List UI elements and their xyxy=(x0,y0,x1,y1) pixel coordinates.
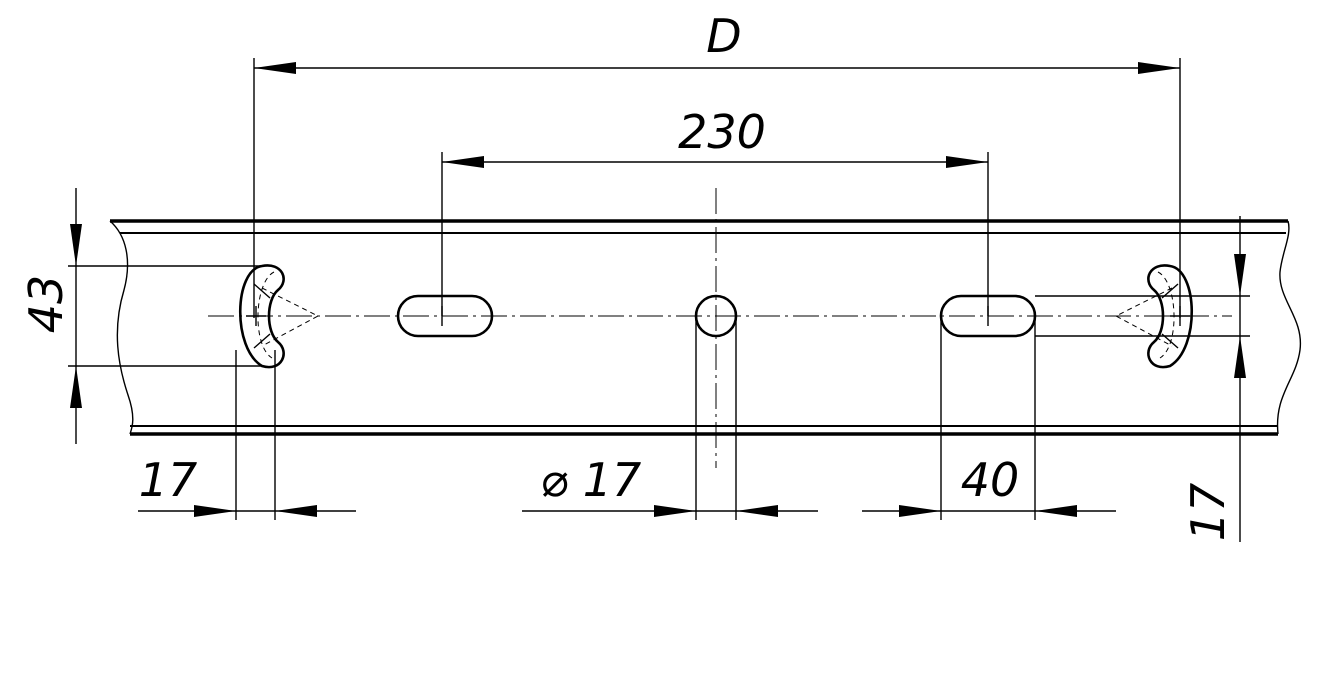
left-break-line xyxy=(109,220,134,435)
left-slot xyxy=(396,294,494,338)
left-kidney-slot xyxy=(238,264,320,369)
dim-overall-label: D xyxy=(706,9,741,63)
dim-slot-height-label: 43 xyxy=(19,275,73,334)
right-break-line xyxy=(1276,220,1302,435)
dim-diameter-symbol: ⌀ xyxy=(540,453,568,507)
dim-rail-height-label: 17 xyxy=(1181,483,1235,542)
dimension-lines xyxy=(70,62,1246,542)
dim-kidney-width-label: 17 xyxy=(139,453,198,507)
extension-lines xyxy=(68,58,1250,520)
rail-profile xyxy=(109,219,1302,436)
dim-slot-spacing-label: 230 xyxy=(678,105,766,159)
dim-hole-diameter-label: 17 xyxy=(583,453,642,507)
dim-slot-length-label: 40 xyxy=(961,453,1020,507)
center-lines xyxy=(208,188,1232,468)
